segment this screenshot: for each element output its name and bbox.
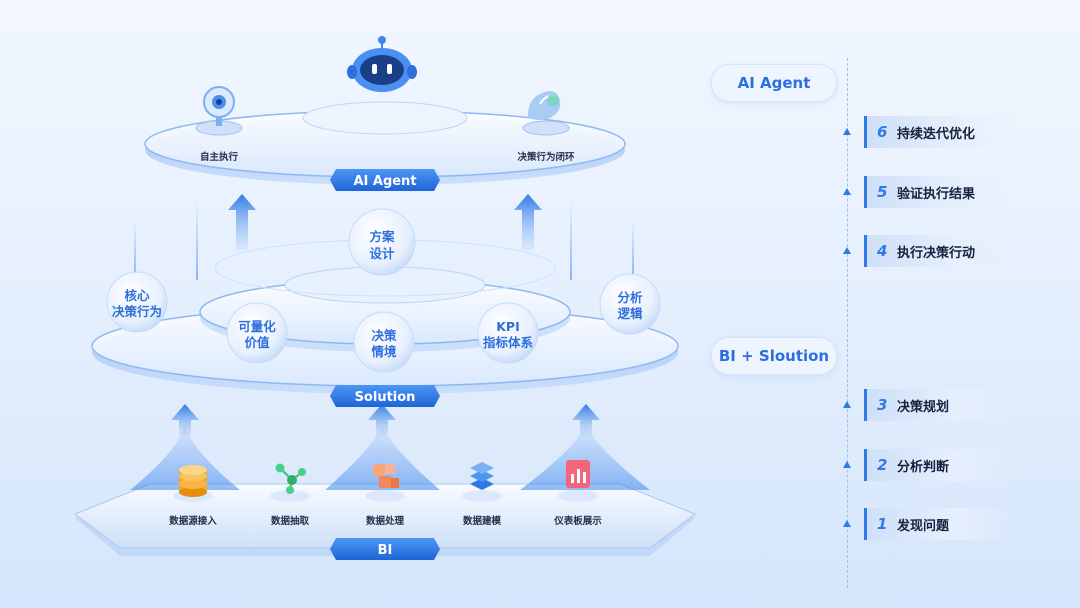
bi-solution-stage-pill: BI + Sloution (711, 337, 837, 375)
ball-line2: 逻辑 (617, 306, 643, 321)
solution-layer-label: Solution (355, 390, 416, 405)
step-text: 决策规划 (897, 399, 950, 415)
robot-icon (347, 36, 417, 92)
agent-layer-tag: AI Agent (330, 169, 440, 191)
bi-item-labels: 数据源接入 数据抽取 数据处理 数据建模 仪表板展示 (168, 515, 602, 527)
agent-stage-pill: AI Agent (711, 64, 837, 102)
step-item: 1 发现问题 (864, 508, 1014, 540)
ball-line2: 指标体系 (483, 335, 534, 350)
solution-ball: 核心 决策行为 (106, 271, 168, 333)
step-text: 分析判断 (897, 459, 950, 475)
agent-right-caption: 决策行为闭环 (517, 151, 575, 163)
camera-icon (195, 86, 243, 136)
solution-ball: KPI 指标体系 (477, 302, 539, 364)
bi-layer-label: BI (378, 543, 393, 558)
timeline-arrow-icon (843, 461, 851, 468)
step-item: 3 决策规划 (864, 389, 1014, 421)
solution-balls: 核心 决策行为 可量化 价值 决策 情境 KPI 指标体系 分析 逻辑 (106, 271, 661, 373)
solution-ball: 决策 情境 (353, 311, 415, 373)
step-text: 执行决策行动 (897, 245, 976, 261)
step-item: 2 分析判断 (864, 449, 1014, 481)
timeline-arrow-icon (843, 247, 851, 254)
bi-base-platform (73, 483, 697, 556)
step-text: 验证执行结果 (897, 186, 976, 202)
agent-layer-label: AI Agent (353, 174, 416, 189)
step-item: 6 持续迭代优化 (864, 116, 1014, 148)
ball-line1: 核心 (124, 288, 150, 303)
bi-item-label: 数据源接入 (168, 515, 217, 527)
decision-loop-icon (522, 91, 570, 136)
step-text: 发现问题 (897, 518, 950, 534)
ball-line2: 决策行为 (112, 304, 162, 319)
step-number: 1 (877, 515, 888, 533)
ball-line1: 决策 (371, 328, 397, 343)
center-ball-line1: 方案 (369, 229, 395, 244)
bi-to-solution-beams (130, 404, 650, 490)
ball-line2: 价值 (244, 335, 270, 350)
center-ball: 方案 设计 (348, 208, 416, 276)
solution-to-agent-beams (134, 194, 634, 280)
solution-ball: 可量化 价值 (226, 302, 288, 364)
database-icon (173, 465, 213, 502)
ball-line1: 可量化 (238, 319, 276, 334)
bi-item-label: 仪表板展示 (553, 515, 602, 527)
solution-ball: 分析 逻辑 (599, 273, 661, 335)
ball-line2: 情境 (371, 344, 397, 359)
solution-layer-tag: Solution (330, 385, 440, 407)
bi-layer-tag: BI (330, 538, 440, 560)
agent-left-caption: 自主执行 (200, 151, 239, 163)
center-ball-line2: 设计 (369, 246, 395, 261)
bi-item-label: 数据处理 (365, 515, 405, 527)
bi-item-label: 数据抽取 (270, 515, 310, 527)
blocks-icon (365, 464, 405, 502)
timeline-arrow-icon (843, 401, 851, 408)
timeline-arrow-icon (843, 188, 851, 195)
step-number: 2 (877, 456, 888, 474)
ball-line1: KPI (496, 319, 520, 334)
step-item: 5 验证执行结果 (864, 176, 1014, 208)
agent-platform (144, 101, 626, 185)
timeline-dashed-line (847, 58, 848, 588)
step-number: 3 (877, 396, 888, 414)
step-item: 4 执行决策行动 (864, 235, 1014, 267)
step-text: 持续迭代优化 (897, 126, 976, 142)
bi-icons (173, 460, 598, 502)
dashboard-icon (558, 460, 598, 502)
step-number: 5 (877, 183, 888, 201)
step-number: 4 (877, 242, 888, 260)
layers-icon (462, 462, 502, 502)
ball-line1: 分析 (617, 290, 643, 305)
step-number: 6 (877, 123, 888, 141)
timeline-arrow-icon (843, 520, 851, 527)
graph-nodes-icon (270, 463, 310, 502)
bi-item-label: 数据建模 (462, 515, 502, 527)
timeline-arrow-icon (843, 128, 851, 135)
